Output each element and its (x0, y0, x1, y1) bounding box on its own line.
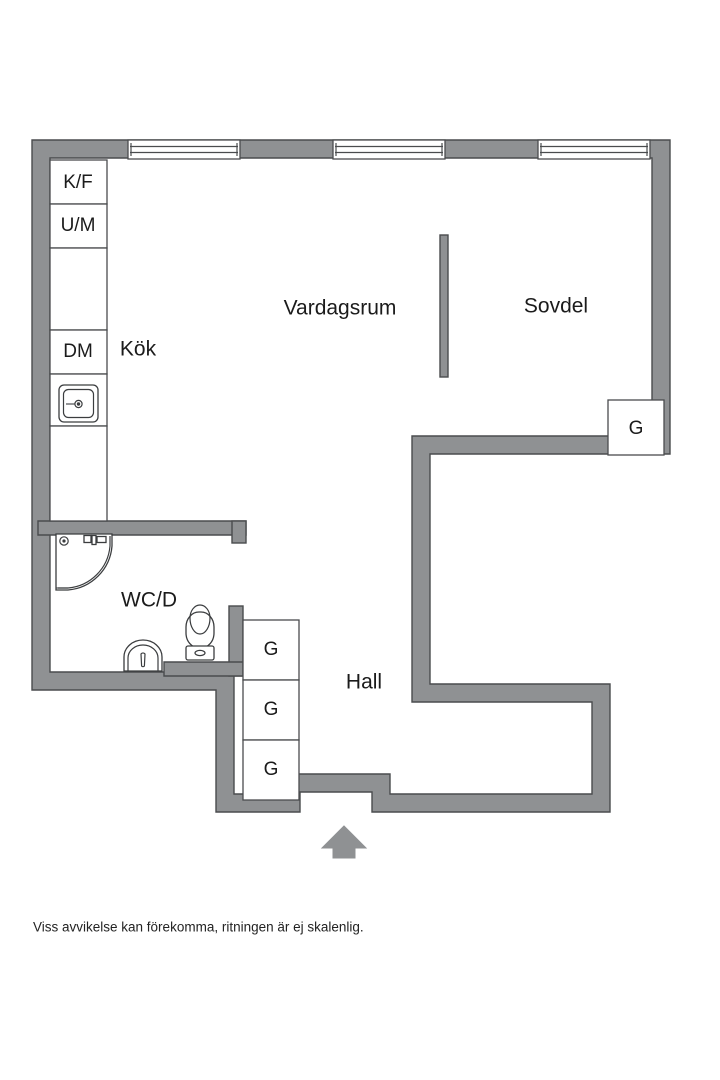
closet-g-sovdel-label: G (629, 418, 644, 439)
window-2 (332, 139, 446, 160)
room-label-vardagsrum: Vardagsrum (284, 297, 397, 320)
cabinet-kf-label: K/F (63, 172, 93, 193)
outer-wall-shell (31, 139, 671, 813)
closet-g-sovdel: G (607, 399, 665, 456)
washbasin-fixture (123, 639, 163, 672)
disclaimer-caption: Viss avvikelse kan förekomma, ritningen … (33, 920, 364, 935)
window-3 (537, 139, 651, 160)
cabinet-um-label: U/M (61, 215, 96, 236)
closet-g-hall-3: G (242, 739, 300, 801)
cabinet-counter-upper (49, 247, 108, 331)
cabinet-dm-label: DM (63, 341, 93, 362)
sink-fixture (58, 384, 99, 423)
kitchen-cabinet-column: K/F U/M DM (49, 159, 108, 522)
interior-wall-sovdel-divider (439, 234, 449, 378)
closet-g-hall-1: G (242, 619, 300, 681)
window-group (127, 139, 651, 160)
cabinet-um (49, 203, 108, 249)
entrance-arrow (320, 825, 368, 859)
cabinet-counter-lower (49, 425, 108, 522)
room-label-hall: Hall (346, 671, 382, 694)
window-1 (127, 139, 241, 160)
room-label-group: Kök Vardagsrum Sovdel WC/D Hall (120, 295, 588, 694)
closet-g-hall-3-label: G (264, 759, 279, 780)
interior-wall-kok-wcd (37, 520, 247, 544)
cabinet-dm (49, 329, 108, 375)
closet-g-hall-2: G (242, 679, 300, 741)
toilet-fixture (185, 604, 215, 661)
room-label-kok: Kök (120, 338, 157, 361)
closet-group-hall: G G G (242, 619, 300, 801)
closet-g-hall-2-label: G (264, 699, 279, 720)
room-label-wcd: WC/D (121, 589, 177, 612)
corner-shower (55, 533, 113, 591)
cabinet-kf (49, 159, 108, 205)
room-label-sovdel: Sovdel (524, 295, 588, 318)
closet-g-hall-1-label: G (264, 639, 279, 660)
